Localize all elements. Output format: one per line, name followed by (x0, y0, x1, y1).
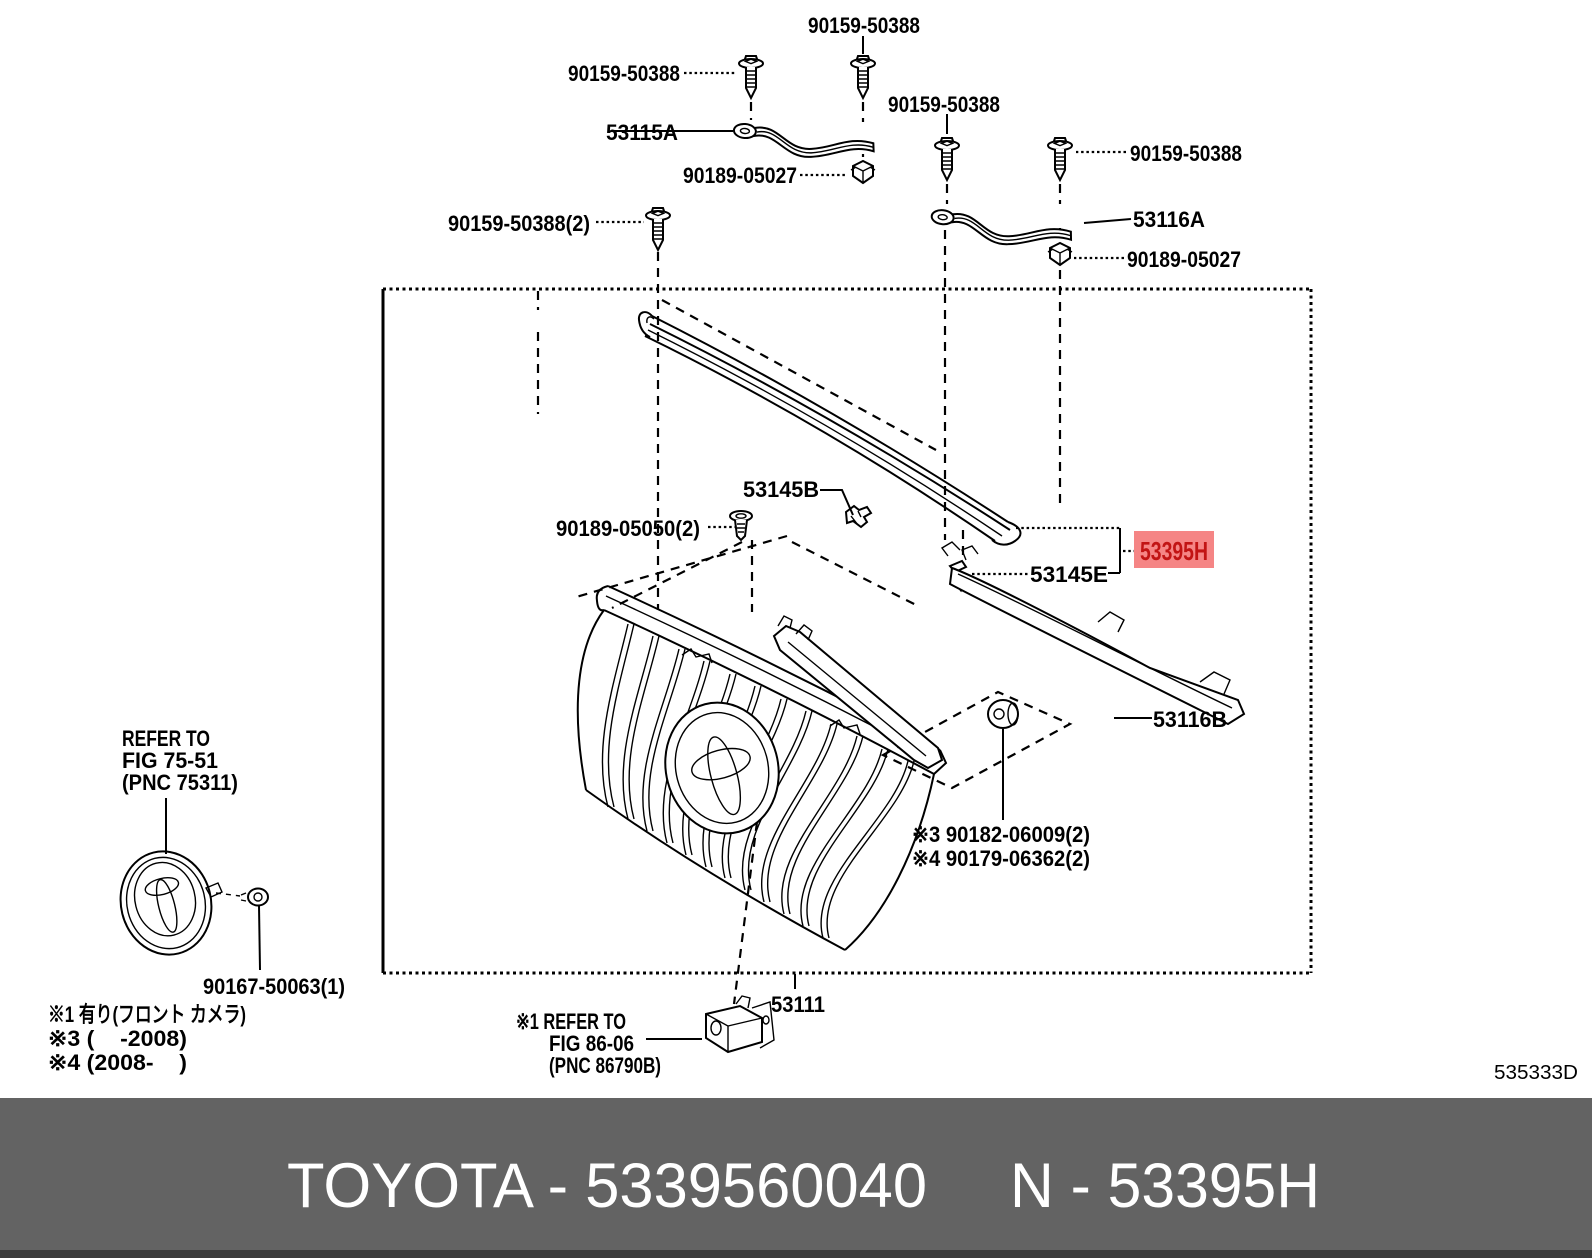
refer-line: FIG 86-06 (549, 1031, 634, 1056)
clip-icon (729, 510, 753, 541)
footnote-4: ※4 (2008- ) (48, 1050, 187, 1075)
footnote-1: ※1 有り(フロント カメラ) (48, 1002, 246, 1027)
part-label-90189-05050[interactable]: 90189-05050(2) (556, 516, 700, 541)
brace-53116a-drawing (928, 208, 1074, 253)
moulding-53395h-drawing (637, 311, 1022, 546)
emblem-drawing (119, 798, 269, 971)
assembly-box (381, 287, 1313, 975)
part-label-90167-50063[interactable]: 90167-50063(1) (203, 974, 345, 999)
front-camera-drawing (646, 995, 775, 1054)
part-label-90159-50388x2[interactable]: 90159-50388(2) (448, 211, 590, 236)
refer-line: (PNC 75311) (122, 770, 238, 795)
brace-53116a-cluster (928, 114, 1132, 266)
footer-part-code: N - 53395H (1010, 1151, 1320, 1221)
part-label-90159-50388-4[interactable]: 90159-50388 (1130, 141, 1242, 166)
screw-icon (1047, 137, 1073, 181)
grille-emblem-drawing (664, 701, 780, 835)
part-label-90179-06362[interactable]: ※4 90179-06362(2) (912, 846, 1090, 871)
refer-note-emblem: REFER TO FIG 75-51 (PNC 75311) (122, 726, 238, 795)
refer-line: FIG 75-51 (122, 748, 218, 773)
part-label-53395h[interactable]: 53395H (1140, 536, 1208, 566)
part-label-90159-50388-1[interactable]: 90159-50388 (568, 61, 680, 86)
screw-icon (934, 137, 960, 181)
refer-note-camera: ※1 REFER TO FIG 86-06 (PNC 86790B) (516, 1009, 661, 1078)
brace-53115a-cluster (596, 36, 877, 251)
part-label-53145e[interactable]: 53145E (1030, 562, 1108, 587)
screw-icon (850, 55, 876, 99)
center-reinforcement-drawing (772, 615, 944, 770)
part-label-90182-06009[interactable]: ※3 90182-06009(2) (912, 822, 1090, 847)
grille-drawing (576, 585, 948, 951)
figure-code: 535333D (1494, 1062, 1578, 1084)
part-label-53145b[interactable]: 53145B (743, 477, 819, 502)
part-label-53116a[interactable]: 53116A (1133, 207, 1205, 232)
retainer-icon (850, 160, 876, 184)
retainer-icon (1047, 242, 1073, 266)
refer-line: REFER TO (122, 726, 210, 751)
part-label-53111[interactable]: 53111 (771, 992, 825, 1017)
moulding-callout (972, 526, 1134, 576)
footnotes: ※1 有り(フロント カメラ) ※3 ( -2008) ※4 (2008- ) (48, 1002, 246, 1075)
part-label-53115a[interactable]: 53115A (606, 120, 678, 145)
refer-line: (PNC 86790B) (549, 1053, 661, 1078)
part-label-90189-05027-2[interactable]: 90189-05027 (1127, 247, 1241, 272)
highlight-box[interactable] (1134, 531, 1214, 568)
footer-part-number: TOYOTA - 5339560040 (287, 1151, 927, 1221)
support-53116b-drawing (940, 541, 1246, 726)
part-label-90159-50388-3[interactable]: 90159-50388 (888, 92, 1000, 117)
footnote-3: ※3 ( -2008) (48, 1026, 187, 1051)
part-label-90189-05027-1[interactable]: 90189-05027 (683, 163, 797, 188)
footer-bar: TOYOTA - 5339560040 N - 53395H (0, 1098, 1592, 1258)
leader-lines (614, 130, 854, 989)
screw-icon (738, 55, 764, 99)
part-label-90159-50388-2[interactable]: 90159-50388 (808, 13, 920, 38)
refer-line: ※1 REFER TO (516, 1009, 626, 1034)
brace-53115a-drawing (731, 122, 877, 164)
grommet-nut-drawing (987, 699, 1019, 820)
part-label-53116b[interactable]: 53116B (1153, 707, 1227, 732)
screw-icon (645, 207, 671, 251)
